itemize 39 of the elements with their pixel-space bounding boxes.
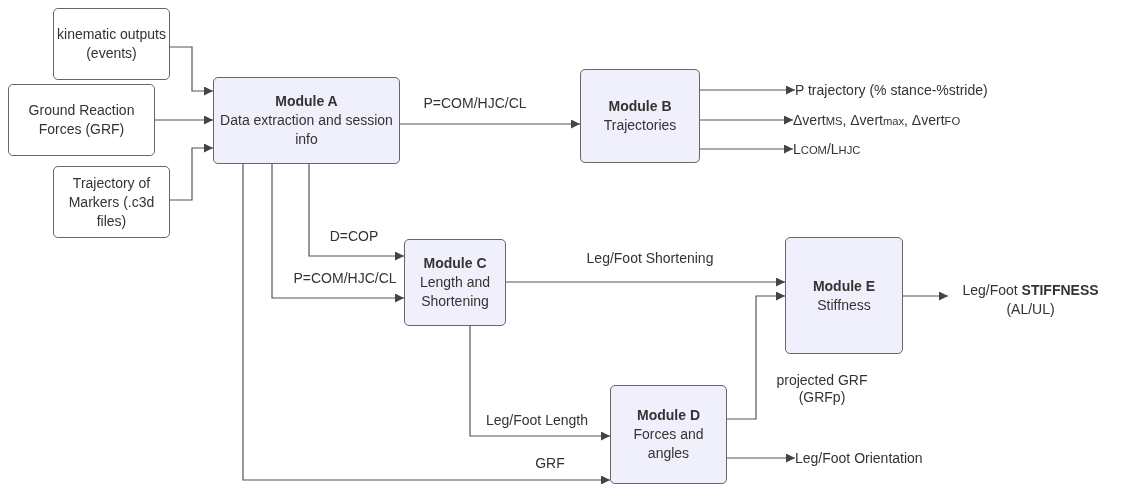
input-box [8, 84, 155, 156]
box-text: Ground Reaction Forces (GRF) [27, 101, 136, 139]
box-text: Stiffness [817, 295, 871, 315]
input-box [53, 8, 170, 80]
arrow [308, 163, 405, 261]
box-text: Data extraction and session info [219, 111, 394, 149]
module-box [610, 385, 727, 484]
box-text: kinematic outputs (events) [56, 25, 167, 63]
module-title: Module A [275, 92, 338, 111]
module-title: Module C [423, 254, 487, 273]
module-box [213, 77, 400, 164]
module-title: Module E [812, 276, 876, 296]
module-box [785, 237, 903, 354]
arrow [699, 85, 796, 95]
arrow [726, 453, 796, 463]
arrow [505, 277, 786, 287]
box-text: Trajectories [603, 116, 677, 135]
arrow [169, 143, 214, 201]
box-text: Trajectory of Markers (.c3d files) [67, 173, 156, 231]
module-box [404, 239, 506, 326]
arrow [699, 115, 794, 125]
arrow [242, 163, 611, 484]
module-title: Module B [608, 97, 672, 116]
arrow [271, 163, 405, 303]
output-text: Leg/Foot STIFFNESS (AL/UL) [961, 281, 1100, 319]
module-title: Module D [637, 406, 700, 425]
module-box [580, 69, 700, 163]
arrow [154, 115, 214, 125]
arrow [902, 291, 949, 301]
box-text: Forces and angles [632, 425, 705, 463]
arrow [726, 291, 786, 420]
arrow [469, 325, 611, 441]
input-box [53, 166, 170, 238]
arrow [169, 46, 214, 96]
output-text: P trajectory (% stance-%stride) [795, 80, 988, 100]
arrow [699, 144, 794, 154]
box-text: Length and Shortening [418, 273, 492, 311]
output-text: Leg/Foot Orientation [795, 448, 923, 468]
arrow [399, 119, 581, 129]
